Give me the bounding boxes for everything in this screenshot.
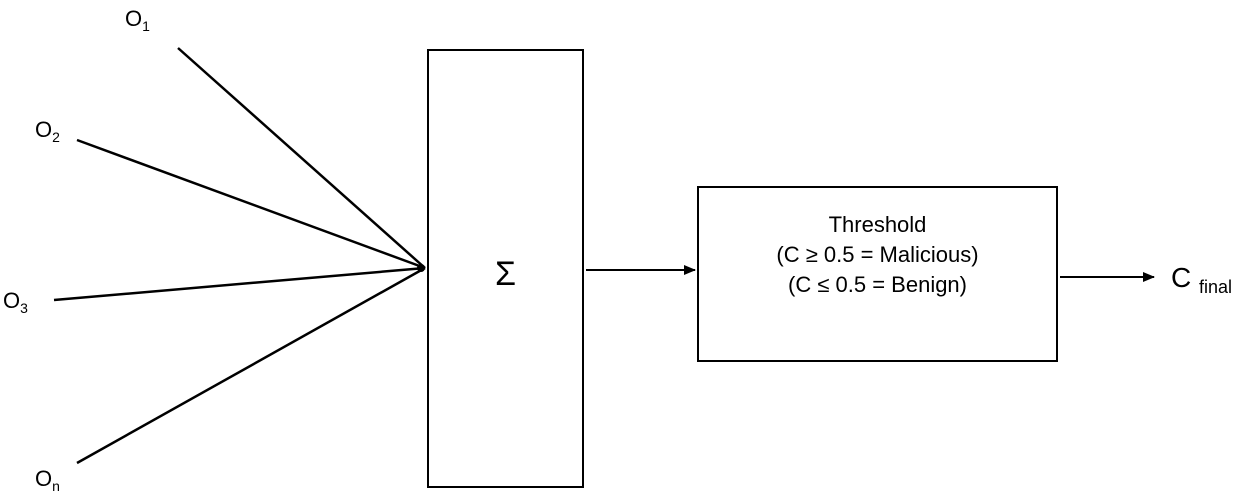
- input-line-o2: [76, 138, 426, 270]
- threshold-box: Threshold (C ≥ 0.5 = Malicious) (C ≤ 0.5…: [697, 186, 1058, 362]
- input-label-on-sub: n: [52, 478, 60, 494]
- output-label-sub: final: [1199, 277, 1233, 297]
- input-label-o1-sub: 1: [142, 18, 150, 34]
- threshold-rule-benign: (C ≤ 0.5 = Benign): [788, 272, 967, 297]
- input-line-o3: [53, 266, 426, 302]
- threshold-rule-malicious: (C ≥ 0.5 = Malicious): [776, 242, 979, 267]
- input-line-o1: [177, 47, 426, 269]
- input-label-o3: O3: [3, 288, 28, 316]
- summation-box: Σ: [427, 49, 584, 488]
- input-label-o2-base: O: [35, 117, 53, 142]
- input-line-on: [76, 266, 426, 465]
- input-label-on-base: O: [35, 466, 53, 491]
- input-label-o3-sub: 3: [20, 300, 28, 316]
- input-label-o2-sub: 2: [52, 129, 60, 145]
- sigma-symbol: Σ: [494, 255, 517, 293]
- output-label-base: C: [1171, 262, 1192, 293]
- input-label-on: On: [35, 466, 60, 494]
- input-label-o2: O2: [35, 117, 60, 145]
- junction-dot: [417, 264, 425, 272]
- threshold-title: Threshold: [828, 212, 927, 237]
- input-label-o1-base: O: [125, 6, 143, 31]
- output-label: C final: [1171, 262, 1233, 297]
- input-label-o3-base: O: [3, 288, 21, 313]
- input-label-o1: O1: [125, 6, 150, 34]
